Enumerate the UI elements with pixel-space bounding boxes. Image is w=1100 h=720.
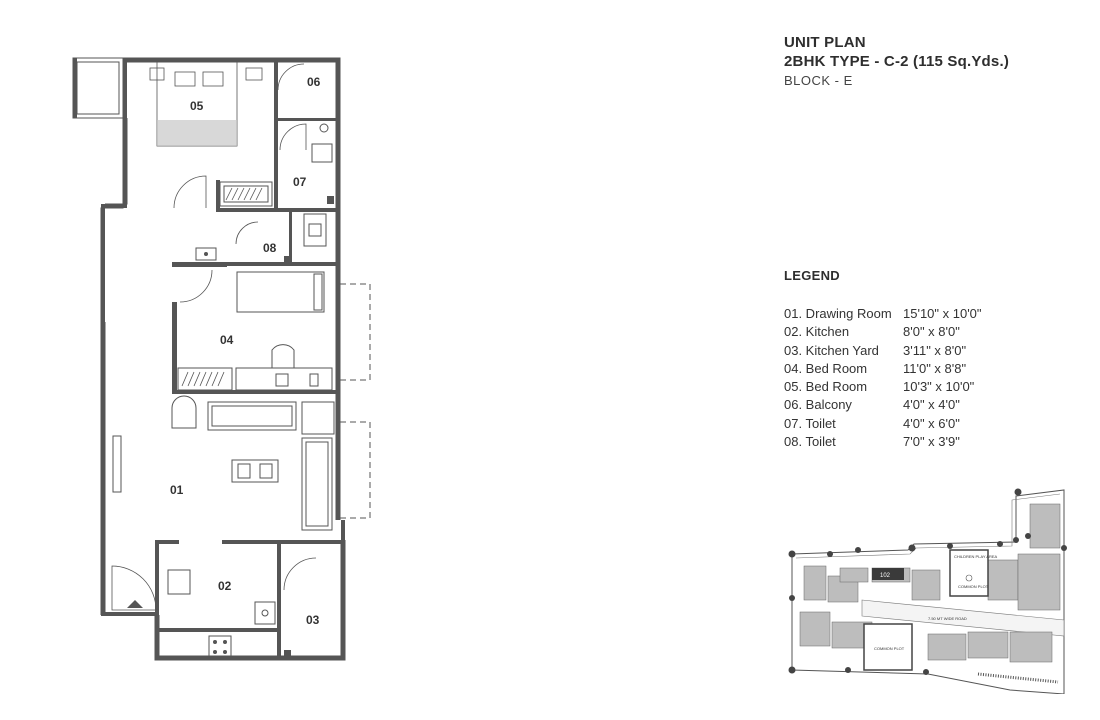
legend-room-name: 06. Balcony: [784, 397, 852, 413]
legend-room-size: 8'0" x 8'0": [903, 324, 960, 340]
legend-room-size: 7'0" x 3'9": [903, 434, 960, 450]
site-key-plan: 7.50 MT WIDE ROAD 102 CHILDREN PLAY AREA…: [788, 488, 1067, 694]
legend-row: 03. Kitchen Yard 3'11" x 8'0": [784, 342, 982, 360]
legend-room-name: 03. Kitchen Yard: [784, 342, 879, 358]
legend-room-name: 02. Kitchen: [784, 324, 850, 340]
room-label-07: 07: [293, 175, 307, 189]
legend-room-size: 11'0" x 8'8": [903, 360, 967, 376]
legend-room-size: 10'3" x 10'0": [903, 379, 975, 395]
room-label-02: 02: [218, 579, 232, 593]
legend-room-size: 4'0" x 4'0": [903, 397, 960, 413]
legend-row: 02. Kitchen 8'0" x 8'0": [784, 323, 982, 341]
floor-plan: 05 06 07 08 04 01 02 03: [72, 57, 371, 661]
legend-room-name: 08. Toilet: [784, 434, 836, 450]
children-play-area-label: CHILDREN PLAY AREA: [954, 554, 998, 559]
road-label: 7.50 MT WIDE ROAD: [928, 616, 967, 621]
legend: 01. Drawing Room 15'10" x 10'0" 02. Kitch…: [784, 305, 982, 451]
legend-room-name: 01. Drawing Room: [784, 306, 892, 321]
legend-row: 04. Bed Room 11'0" x 8'8": [784, 360, 982, 378]
legend-row: 01. Drawing Room 15'10" x 10'0": [784, 305, 982, 323]
unit-number: 102: [880, 573, 891, 579]
legend-room-name: 07. Toilet: [784, 415, 836, 431]
room-label-04: 04: [220, 333, 234, 347]
door-bedroom05: [173, 175, 207, 209]
legend-room-name: 05. Bed Room: [784, 379, 868, 395]
legend-room-size: 3'11" x 8'0": [903, 342, 967, 358]
common-plot-label: COMMON PLOT: [874, 646, 905, 651]
legend-title: LEGEND: [784, 268, 840, 283]
room-label-05: 05: [190, 99, 204, 113]
legend-room-size: 4'0" x 6'0": [903, 415, 960, 431]
legend-row: 07. Toilet 4'0" x 6'0": [784, 415, 982, 433]
bedroom-balcony-wall: [72, 57, 124, 119]
room-label-01: 01: [170, 483, 184, 497]
room-label-06: 06: [307, 75, 321, 89]
legend-room-name: 04. Bed Room: [784, 360, 868, 376]
block-label: BLOCK - E: [784, 73, 853, 88]
sofa: [207, 401, 297, 431]
legend-row: 06. Balcony 4'0" x 4'0": [784, 396, 982, 414]
legend-room-size: 15'10" x 10'0": [903, 306, 982, 321]
room-label-08: 08: [263, 241, 277, 255]
common-plot-label: COMMON PLOT: [958, 584, 989, 589]
legend-row: 05. Bed Room 10'3" x 10'0": [784, 378, 982, 396]
legend-row: 08. Toilet 7'0" x 3'9": [784, 433, 982, 451]
room-label-03: 03: [306, 613, 320, 627]
plan-title: UNIT PLAN: [784, 34, 866, 51]
plan-subtitle: 2BHK TYPE - C-2 (115 Sq.Yds.): [784, 53, 1010, 70]
plan-header: UNIT PLAN 2BHK TYPE - C-2 (115 Sq.Yds.) …: [784, 33, 1009, 90]
